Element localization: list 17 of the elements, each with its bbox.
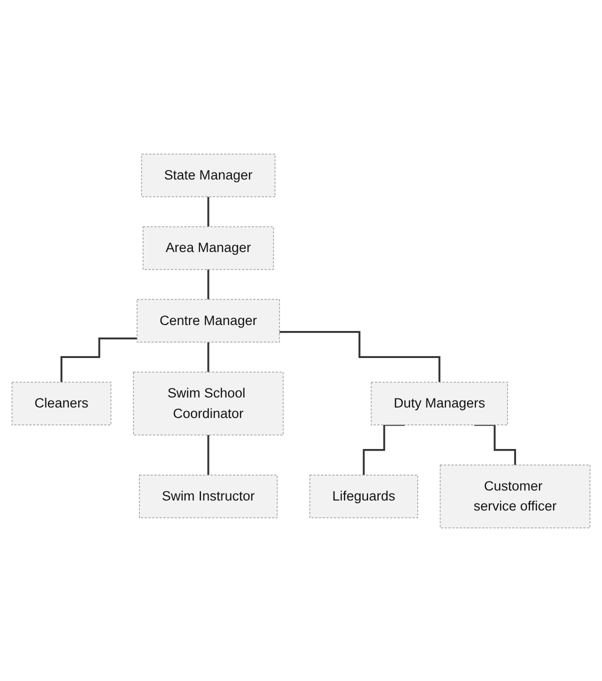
node-box: Swim School Coordinator xyxy=(133,371,284,435)
connector xyxy=(362,423,405,476)
node-box: State Manager xyxy=(141,153,276,197)
node-box: Lifeguards xyxy=(309,474,418,518)
connector xyxy=(207,195,210,228)
connector xyxy=(474,423,516,466)
node-box: Customer service officer xyxy=(440,464,590,528)
node-box: Centre Manager xyxy=(136,298,280,342)
connector xyxy=(207,268,210,300)
connector xyxy=(207,340,210,373)
node-box: Area Manager xyxy=(142,226,274,270)
node-box: Swim Instructor xyxy=(138,474,278,518)
connector xyxy=(60,336,138,383)
node-box: Duty Managers xyxy=(370,381,508,425)
node-box: Cleaners xyxy=(12,381,112,425)
connector xyxy=(279,330,440,383)
connector xyxy=(207,434,210,476)
